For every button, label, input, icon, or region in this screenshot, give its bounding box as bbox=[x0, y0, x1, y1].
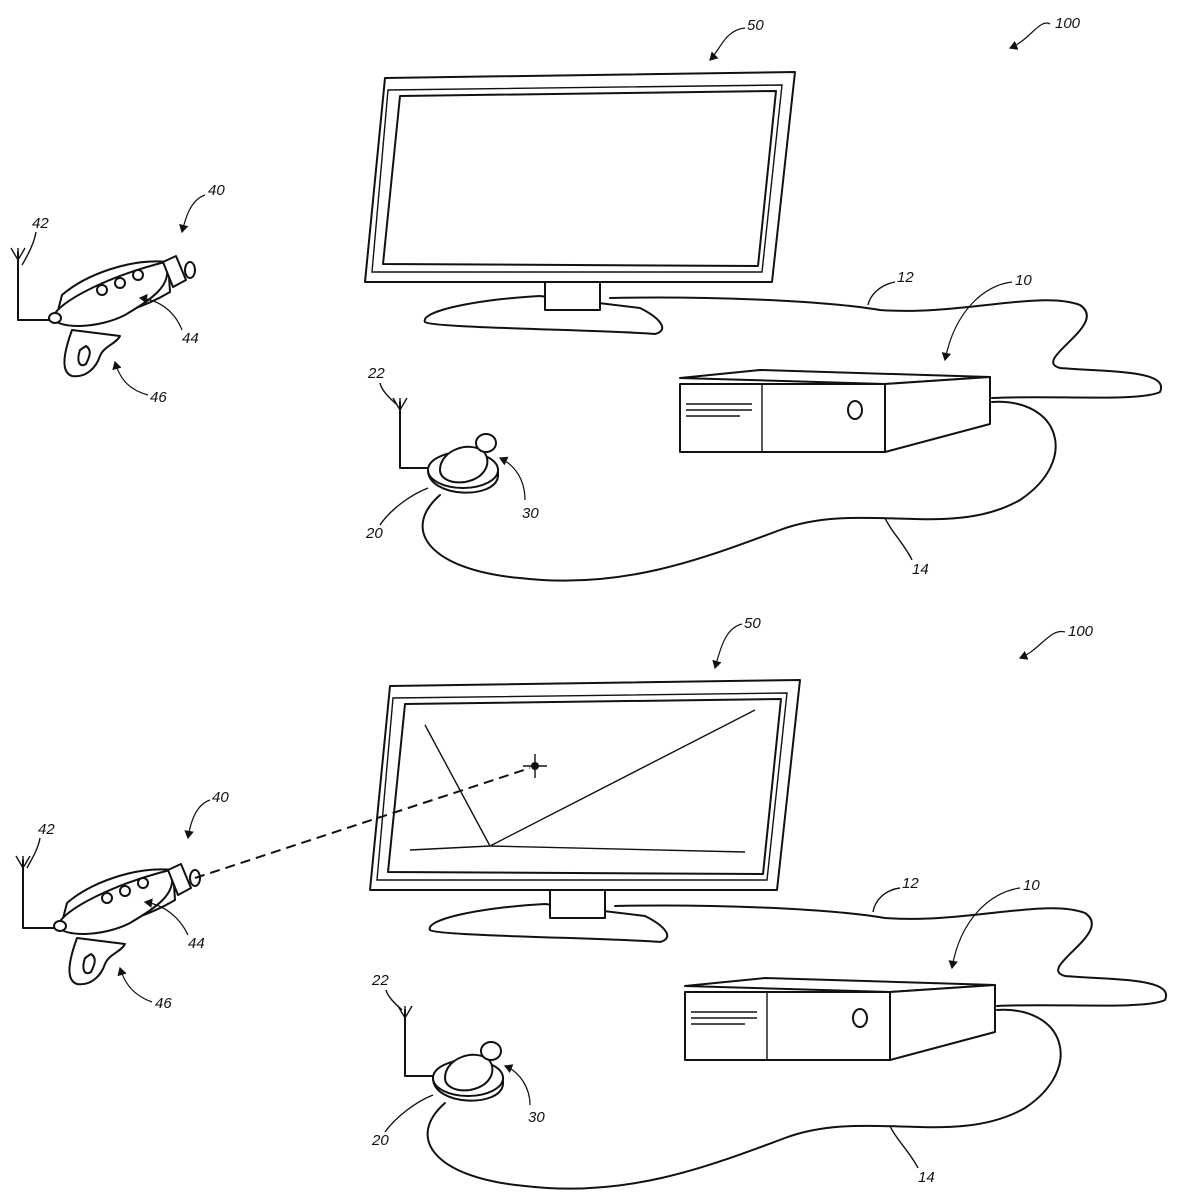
label-cable-display: 12 bbox=[897, 269, 914, 286]
figure-top: 100 50 40 42 44 46 12 10 22 30 20 14 bbox=[11, 15, 1161, 581]
label-sensor-lens: 30 bbox=[528, 1109, 545, 1126]
label-gun: 40 bbox=[212, 789, 229, 806]
label-cable-sensor: 14 bbox=[912, 561, 929, 578]
label-gun: 40 bbox=[208, 182, 225, 199]
label-gun-antenna: 42 bbox=[38, 821, 55, 838]
label-console: 10 bbox=[1023, 877, 1040, 894]
figure-bottom: 100 50 40 42 44 46 12 10 22 30 20 14 bbox=[16, 615, 1166, 1189]
label-sensor: 20 bbox=[365, 525, 383, 542]
label-cable-sensor: 14 bbox=[918, 1169, 935, 1186]
label-gun-grip: 46 bbox=[155, 995, 172, 1012]
label-system: 100 bbox=[1068, 623, 1094, 640]
label-gun-grip: 46 bbox=[150, 389, 167, 406]
label-gun-antenna: 42 bbox=[32, 215, 49, 232]
label-sensor-antenna: 22 bbox=[367, 365, 385, 382]
label-sensor-lens: 30 bbox=[522, 505, 539, 522]
label-display: 50 bbox=[747, 17, 764, 34]
label-cable-display: 12 bbox=[902, 875, 919, 892]
label-sensor-antenna: 22 bbox=[371, 972, 389, 989]
label-gun-body: 44 bbox=[188, 935, 205, 952]
label-display: 50 bbox=[744, 615, 761, 632]
label-gun-body: 44 bbox=[182, 330, 199, 347]
label-system: 100 bbox=[1055, 15, 1081, 32]
label-sensor: 20 bbox=[371, 1132, 389, 1149]
label-console: 10 bbox=[1015, 272, 1032, 289]
